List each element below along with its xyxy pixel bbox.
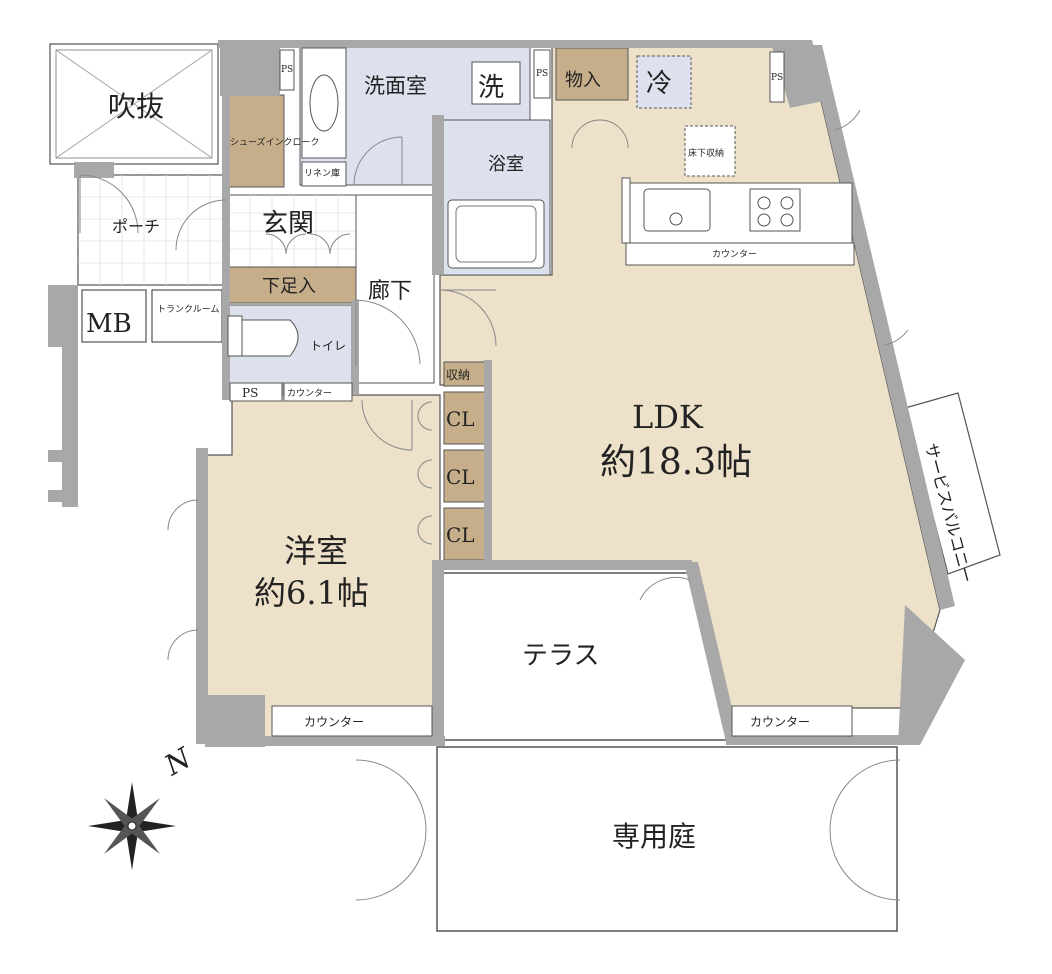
western-name: 洋室 (284, 532, 348, 570)
toilet-label: トイレ (310, 339, 346, 353)
ps-label-toilet: PS (242, 386, 258, 400)
geta-closet (227, 266, 357, 304)
trunk-room-box (151, 289, 223, 343)
north-label: N (158, 740, 198, 782)
ldk-name: LDK (632, 398, 704, 436)
shuno-closet (443, 361, 487, 387)
storage-closet (555, 47, 629, 101)
fridge-label: 冷 (646, 69, 672, 99)
washroom-label: 洗面室 (364, 74, 427, 98)
geta-label: 下足入 (262, 276, 316, 297)
linen-label: リネン庫 (304, 167, 340, 179)
washer-space (471, 61, 521, 105)
cl-closet-3 (443, 507, 487, 561)
shoe-closet (227, 94, 285, 188)
under-floor-label: 床下収納 (688, 147, 724, 159)
garden-area (436, 746, 898, 932)
counter-label-toilet: カウンター (287, 388, 332, 399)
storage-label: 物入 (565, 70, 601, 91)
entrance-label: 玄関 (262, 209, 314, 239)
ldk-size: 約18.3帖 (600, 442, 752, 483)
washbasin (301, 47, 347, 159)
walls (48, 40, 965, 747)
corridor-floor (355, 194, 435, 384)
ps-label-3: PS (771, 73, 783, 83)
wash-label: 洗 (478, 73, 504, 103)
porch-area (77, 174, 227, 286)
cl-label-1: CL (446, 407, 475, 431)
counter-label-western: カウンター (304, 715, 364, 729)
compass-rose-icon (88, 782, 176, 870)
fridge-space (636, 55, 692, 109)
kitchen-sink (643, 188, 711, 232)
cl-label-2: CL (446, 465, 475, 489)
trunk-room-label: トランクルーム (157, 304, 219, 315)
under-floor-storage (684, 125, 736, 177)
mb-label: MB (86, 309, 132, 339)
counter-label-kitchen: カウンター (712, 249, 757, 260)
cl-closet-2 (443, 449, 487, 503)
terrace-label: テラス (522, 641, 599, 671)
ps-label-1: PS (281, 65, 293, 75)
mb-box (81, 289, 147, 343)
western-size: 約6.1帖 (254, 574, 369, 612)
shoe-closet-label: シューズインクローク (230, 136, 320, 148)
garden-label: 専用庭 (612, 820, 696, 853)
ps-label-2: PS (536, 69, 548, 79)
porch-label: ポーチ (112, 217, 160, 236)
bath-label: 浴室 (488, 154, 524, 175)
shuno-label: 収納 (446, 368, 470, 382)
cl-closet-1 (443, 391, 487, 445)
void-label: 吹抜 (108, 90, 164, 123)
cl-label-3: CL (446, 523, 475, 547)
bathtub (447, 199, 545, 269)
kitchen-stove (749, 188, 801, 232)
corridor-label: 廊下 (368, 279, 412, 304)
counter-label-ldk: カウンター (750, 715, 810, 729)
